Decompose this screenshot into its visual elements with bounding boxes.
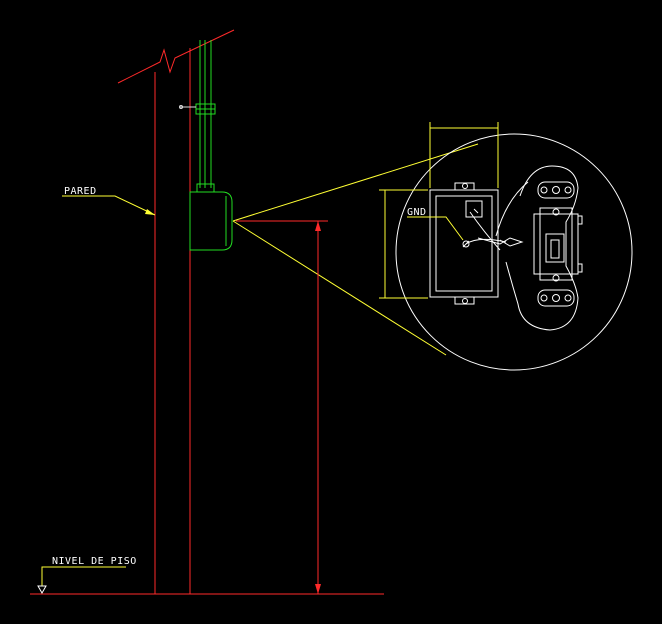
floor-level-marker xyxy=(37,585,47,595)
switch-yoke-top xyxy=(537,181,575,199)
detail-circle xyxy=(395,133,633,371)
box-front-inner xyxy=(435,195,493,292)
clamp-screw-head xyxy=(179,105,183,109)
box-ear-top-hole xyxy=(462,183,468,189)
wall-leader-arrow xyxy=(145,209,155,215)
switch-terminal-screw-bottom xyxy=(552,274,560,282)
switch-body xyxy=(539,207,573,281)
callout-line-bottom xyxy=(232,220,447,356)
wall-label: PARED xyxy=(64,186,97,197)
switch-yoke-bottom-hole-right xyxy=(564,294,572,302)
switch-yoke-top-screw xyxy=(552,186,560,194)
wire-loop xyxy=(495,181,529,237)
switch-yoke-bottom-screw xyxy=(552,294,560,302)
switch-yoke-bottom-hole-left xyxy=(540,294,548,302)
switch-terminal-screw-top xyxy=(552,208,560,216)
ground-screw-icon xyxy=(462,240,470,248)
ground-label: GND xyxy=(407,207,427,218)
box-front-outer xyxy=(429,189,499,298)
detail-callout xyxy=(41,143,479,586)
box-ear-top xyxy=(454,182,475,190)
switch-plate xyxy=(533,213,579,275)
switch-side-tab-top xyxy=(577,215,583,225)
wall-section xyxy=(30,29,384,595)
box-ear-bottom xyxy=(454,297,475,305)
box-dimensions xyxy=(379,122,499,299)
switch-yoke-top-hole-right xyxy=(564,186,572,194)
wall-leader-line xyxy=(62,195,156,216)
switch-toggle xyxy=(550,239,560,259)
switch-side-tab-bottom xyxy=(577,263,583,273)
switch-yoke-top-hole-left xyxy=(540,186,548,194)
box-front-view xyxy=(429,181,529,305)
floor-level-label: NIVEL DE PISO xyxy=(52,556,137,567)
wall-break-line xyxy=(117,29,235,84)
height-dimension xyxy=(236,220,328,594)
floor-leader-line xyxy=(41,566,126,586)
gnd-leader-line xyxy=(407,216,464,241)
switch-toggle-housing xyxy=(545,233,565,263)
conduit-assembly xyxy=(179,40,233,251)
height-dim-arrow-bottom xyxy=(315,584,321,594)
callout-line-top xyxy=(232,143,479,222)
height-dim-arrow-top xyxy=(315,221,321,231)
box-ear-bottom-hole xyxy=(462,298,468,304)
box-clamp-screw xyxy=(473,208,479,214)
switch-outline-loop xyxy=(505,165,579,331)
wire-to-switch xyxy=(477,237,524,247)
switch-yoke-bottom xyxy=(537,289,575,307)
line-wire xyxy=(469,211,501,251)
electrical-box xyxy=(189,191,233,251)
switch-device xyxy=(505,165,583,331)
